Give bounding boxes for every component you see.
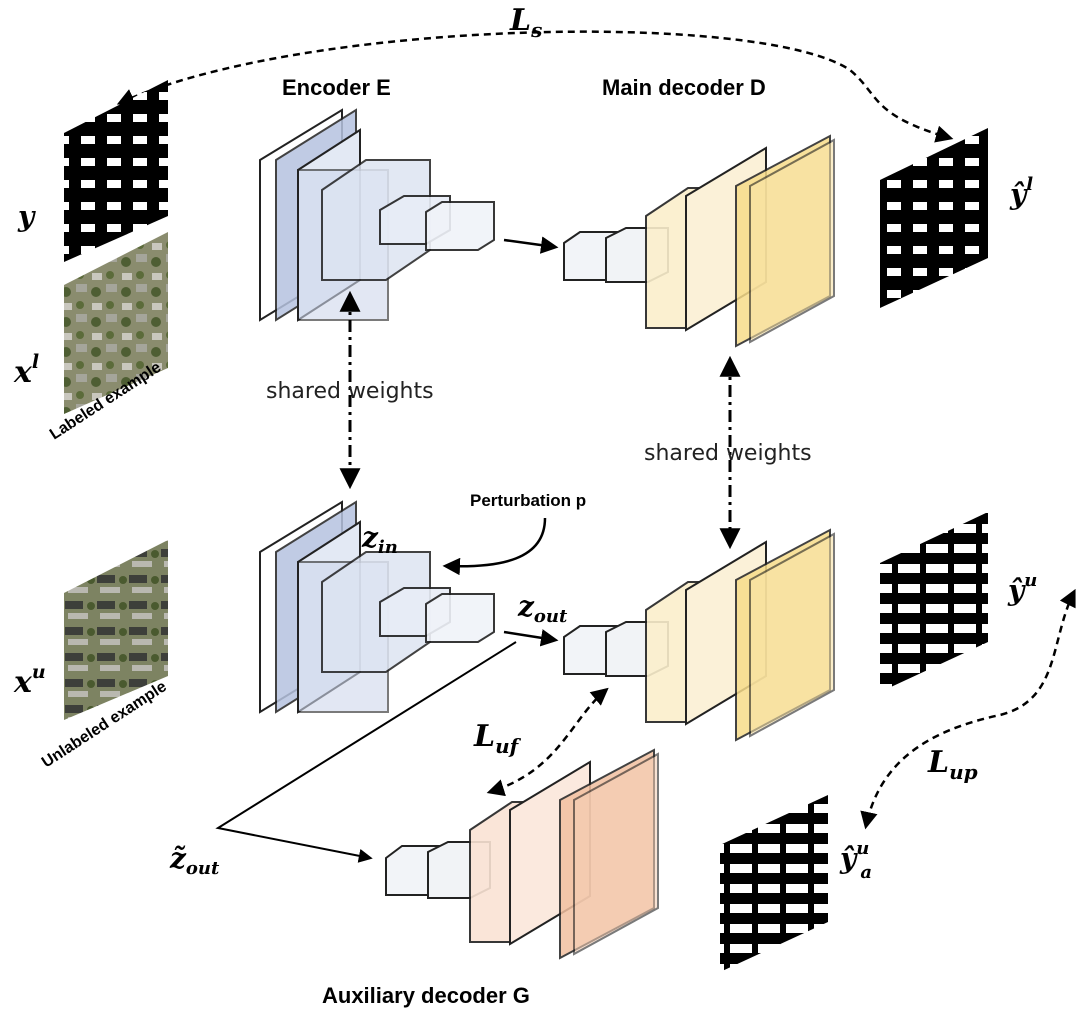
lup-arrow <box>860 588 1076 830</box>
labeled-image-xl <box>64 232 168 414</box>
pred-mask-yu <box>880 512 988 692</box>
shared-weights-left-label: shared weights <box>266 379 434 404</box>
encoder-bottom <box>259 500 495 714</box>
main-decoder-top <box>563 134 835 348</box>
encoder-to-decoder-arrow-bottom <box>503 629 559 647</box>
ztilde-path <box>215 641 517 863</box>
perturbation-arrow <box>442 517 547 576</box>
yhat-l-symbol: ŷl <box>1009 174 1033 211</box>
zout-symbol: zout <box>517 590 568 627</box>
encoder-to-decoder-arrow-top <box>503 236 559 254</box>
encoder-title: Encoder E <box>282 75 391 100</box>
main-decoder-bottom <box>563 528 835 742</box>
aux-decoder <box>385 748 659 960</box>
label-mask-y <box>64 80 168 262</box>
lup-symbol: Lup <box>927 745 978 784</box>
pred-mask-yl <box>880 128 988 308</box>
yhat-u-symbol: ŷu <box>1007 570 1037 607</box>
ztilde-symbol: z̃out <box>169 842 220 879</box>
ls-arc <box>116 30 954 143</box>
luf-symbol: Luf <box>473 719 522 758</box>
shared-weights-right-label: shared weights <box>644 441 812 466</box>
encoder-top <box>259 108 495 322</box>
main-decoder-title: Main decoder D <box>602 75 766 100</box>
xl-symbol: xl <box>13 351 39 390</box>
xu-symbol: xu <box>13 661 46 700</box>
perturbation-label: Perturbation p <box>470 491 586 510</box>
zin-symbol: zin <box>361 521 398 558</box>
luf-arrow <box>486 687 609 797</box>
pred-mask-yau <box>720 795 828 972</box>
unlabeled-image-xu <box>64 540 168 720</box>
y-symbol: y <box>17 200 36 233</box>
aux-decoder-title: Auxiliary decoder G <box>322 983 530 1008</box>
ls-symbol: Ls <box>509 3 542 42</box>
